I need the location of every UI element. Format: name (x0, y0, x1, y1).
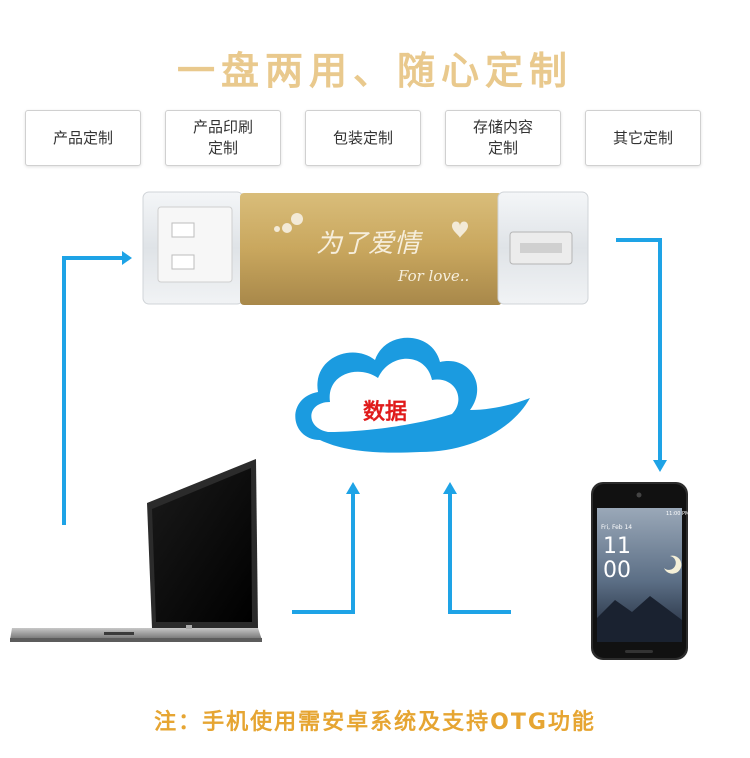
page-title: 一盘两用、随心定制 (176, 49, 573, 93)
cloud-icon (295, 337, 530, 453)
arrow-heads (122, 251, 667, 494)
usb-drive-icon: 为了爱情 For love.. (142, 191, 589, 305)
moon-icon (664, 555, 682, 574)
data-flow-arrows (62, 238, 662, 614)
usb-engraving-sub: For love.. (397, 267, 469, 285)
arrow-usb-to-phone (616, 238, 662, 462)
phone-date: Fri, Feb 14 (601, 524, 632, 531)
phone-time-minutes: 00 (603, 558, 631, 583)
option-package-custom[interactable]: 包装定制 (305, 110, 421, 166)
laptop-icon (10, 459, 262, 642)
arrow-laptop-to-usb (62, 256, 124, 525)
phone-time-hours: 11 (603, 534, 631, 559)
phone-icon: Fri, Feb 14 11:00 PM 11 00 (591, 482, 689, 660)
arrow-laptop-to-cloud (292, 492, 355, 614)
otg-note: 注：手机使用需安卓系统及支持OTG功能 (154, 710, 596, 735)
option-storage-custom[interactable]: 存储内容 定制 (445, 110, 561, 166)
option-other-custom[interactable]: 其它定制 (585, 110, 701, 166)
option-print-custom[interactable]: 产品印刷 定制 (165, 110, 281, 166)
phone-status: 11:00 PM (666, 511, 689, 517)
usb-engraving-text: 为了爱情 (316, 229, 424, 259)
option-product-custom[interactable]: 产品定制 (25, 110, 141, 166)
arrow-phone-to-cloud (448, 492, 511, 614)
cloud-label: 数据 (362, 400, 407, 425)
